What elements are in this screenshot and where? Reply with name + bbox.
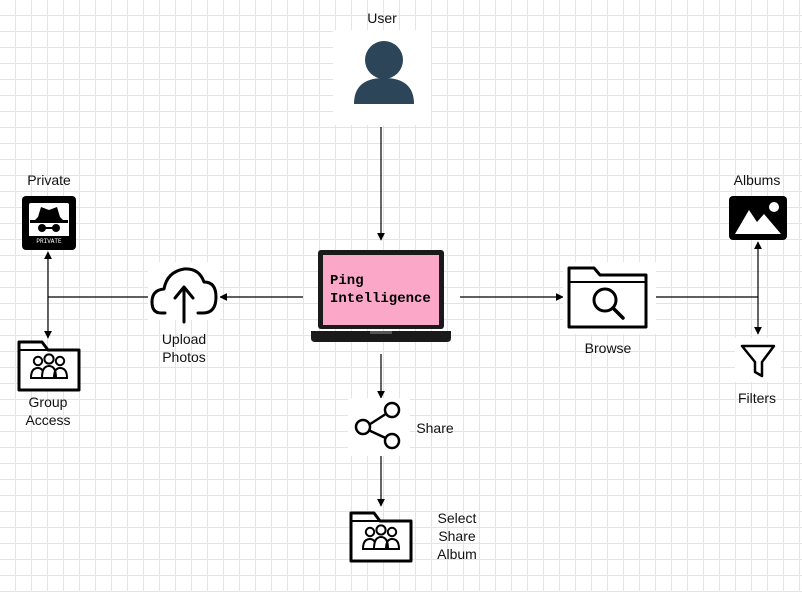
cloud-upload-icon [148,262,220,324]
select-share-album-folder-icon [349,511,413,563]
upload-label-line1: Upload [161,331,207,347]
image-album-icon [729,196,787,240]
laptop-screen-line1: Ping [330,273,364,289]
laptop-screen-line2: Intelligence [330,291,431,307]
filters-label: Filters [737,390,777,406]
share-label: Share [416,420,454,436]
select-share-album-line1: Select [437,510,477,526]
folder-search-icon [563,262,656,334]
private-label: Private [27,172,71,188]
connectors [44,127,762,507]
select-share-album-line2: Share [438,528,476,544]
laptop-screen [323,255,439,325]
laptop-icon: Ping Intelligence [311,250,451,342]
group-access-line2: Access [25,412,71,428]
filter-icon [735,338,781,382]
group-access-label: Group Access [8,393,88,429]
incognito-private-icon: PRIVATE [22,196,76,250]
group-access-folder-icon [17,340,81,392]
select-share-album-line3: Album [437,546,477,562]
upload-label-line2: Photos [162,349,206,365]
upload-photos-label: Upload Photos [144,330,224,366]
select-share-album-label: Select Share Album [422,509,492,563]
user-icon [333,30,431,125]
private-badge-text: PRIVATE [36,238,62,245]
share-icon [348,398,410,456]
user-label: User [367,10,397,26]
browse-label: Browse [584,340,632,356]
albums-label: Albums [733,172,781,188]
group-access-line1: Group [28,394,68,410]
